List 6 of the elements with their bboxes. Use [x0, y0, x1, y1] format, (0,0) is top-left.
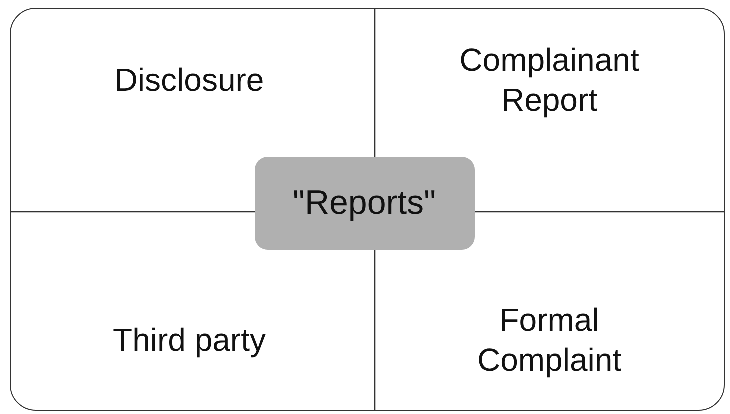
center-box: "Reports"	[254, 156, 474, 250]
quadrant-label: Formal Complaint	[434, 284, 664, 394]
frame-box	[10, 8, 725, 411]
quadrant-label: Third party	[40, 300, 340, 380]
quadrant-label: Complainant Report	[434, 24, 664, 134]
quadrant-label: Disclosure	[40, 40, 340, 120]
